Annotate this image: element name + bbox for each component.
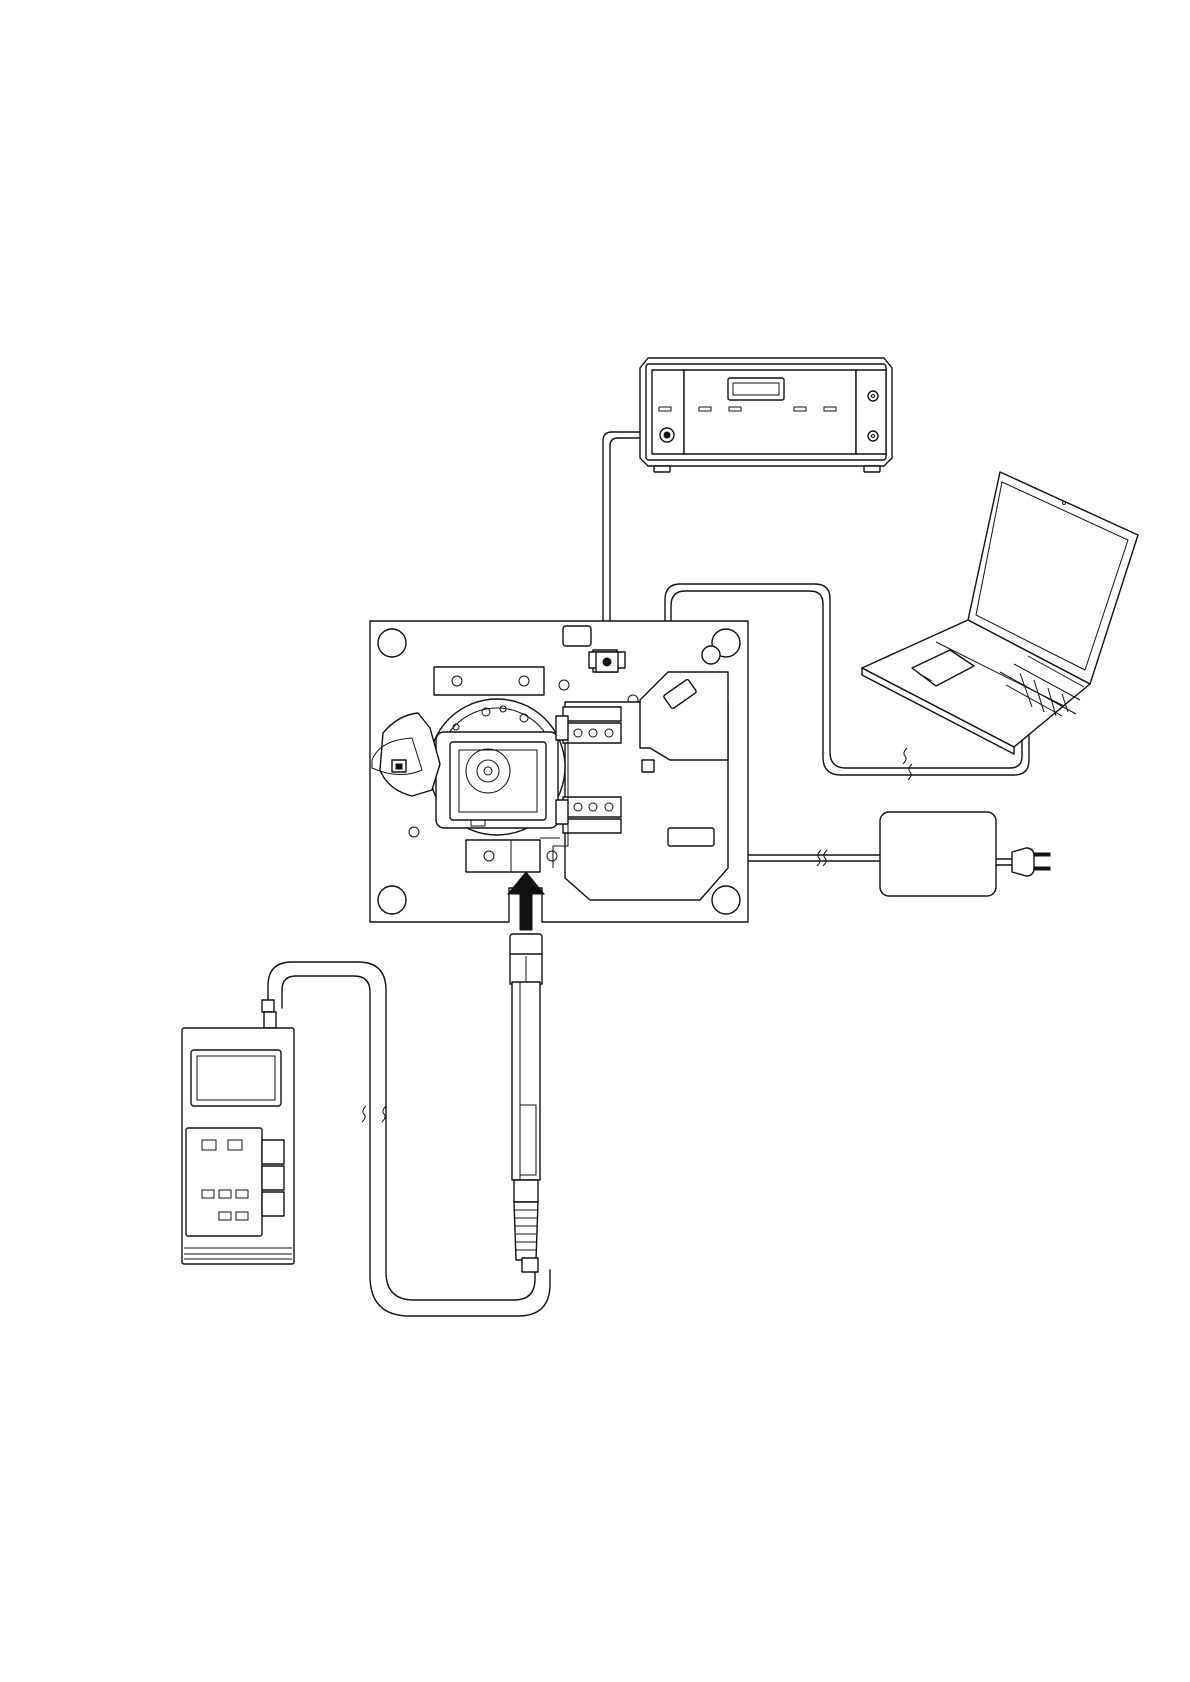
display-icon [728,378,784,400]
knob-icon [868,391,878,401]
ac-adapter [880,812,1050,896]
cable-meter-to-probe [268,962,550,1316]
sensor-probe [510,934,542,1272]
plug-icon [1012,848,1034,876]
display-icon [191,1050,281,1106]
laptop-pc [862,472,1138,754]
signal-generator [640,358,892,472]
handheld-meter [182,1000,294,1264]
optical-unit-board [370,621,748,922]
knob-icon [868,431,878,441]
